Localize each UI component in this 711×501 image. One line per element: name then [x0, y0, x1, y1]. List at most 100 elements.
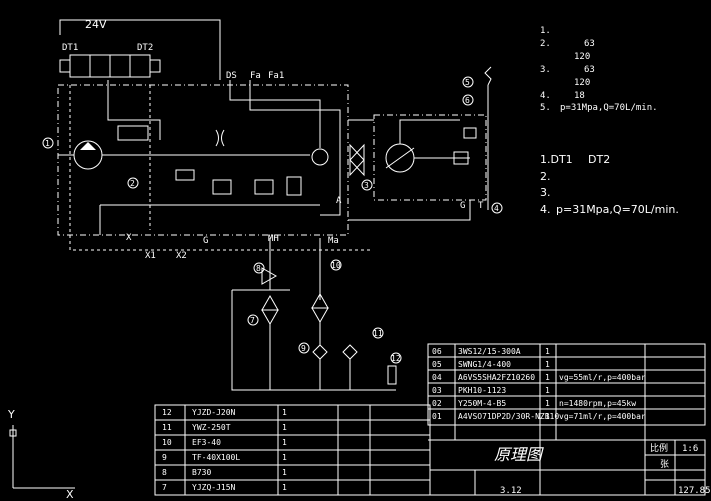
spec-4: 4. — [540, 203, 551, 216]
bom-upper-spec: vg=71ml/r,p=400bar — [559, 412, 646, 421]
bom-lower-no: 9 — [162, 453, 167, 462]
note-4-val: 18 — [574, 91, 585, 101]
isolation-valve — [349, 143, 365, 177]
port-ds: DS — [226, 71, 237, 81]
tank-outline — [231, 290, 396, 391]
bom-upper-no: 06 — [432, 347, 442, 356]
bom-upper-spec: vg=55ml/r,p=400bar — [559, 373, 646, 382]
callout-8: 8 — [256, 264, 261, 273]
filter — [286, 176, 302, 196]
secondary-boundary — [373, 114, 487, 201]
callout-11: 11 — [373, 329, 383, 338]
bom-lower-qty: 1 — [282, 453, 287, 462]
pressure-valve-2 — [254, 179, 274, 195]
solenoid-dt1-label: DT1 — [62, 43, 78, 53]
pressure-valve-1 — [212, 179, 232, 195]
port-a: A — [336, 196, 342, 206]
solenoid-right — [149, 59, 161, 73]
check-valve — [175, 169, 195, 181]
callouts: 1 2 3 4 5 6 7 8 9 10 11 12 — [42, 76, 503, 364]
x-axis-label: X — [66, 488, 74, 501]
document-number: 3.12 — [500, 486, 522, 496]
port-g: G — [203, 236, 208, 246]
drawing-number: 127.85 — [678, 486, 711, 496]
port-fa: Fa — [250, 71, 261, 81]
bom-lower-qty: 1 — [282, 423, 287, 432]
strainer — [312, 344, 328, 360]
main-valve-block: 24V DT1 DT2 DS Fa Fa — [57, 18, 370, 261]
bom-upper-qty: 1 — [545, 399, 550, 408]
bom-upper-no: 03 — [432, 386, 442, 395]
valve-7-top — [261, 294, 279, 311]
note-1: 1. — [540, 26, 551, 36]
bom-upper-no: 01 — [432, 412, 442, 421]
bom-upper-qty: 1 — [545, 347, 550, 356]
port-mh: MH — [268, 234, 279, 244]
spec-2: 2. — [540, 170, 551, 183]
bom-lower-no: 11 — [162, 423, 172, 432]
bom-lower-qty: 1 — [282, 438, 287, 447]
note-3: 3. — [540, 65, 551, 75]
bom-lower-code: B730 — [192, 468, 211, 477]
bom-upper-no: 02 — [432, 399, 442, 408]
callout-2: 2 — [130, 179, 135, 188]
callout-10: 10 — [331, 261, 341, 270]
bom-upper-qty: 1 — [545, 412, 550, 421]
callout-1: 1 — [45, 139, 50, 148]
callout-4: 4 — [494, 204, 499, 213]
y-axis-label: Y — [7, 408, 15, 421]
bom-upper-code: 3WS12/15-300A — [458, 347, 521, 356]
bom-lower-qty: 1 — [282, 483, 287, 492]
spec-1: 1.DT1 — [540, 153, 573, 166]
scale-label: 比例 — [650, 442, 668, 454]
solenoid-dt2-label: DT2 — [137, 43, 153, 53]
port-x1: X1 — [145, 251, 156, 261]
bom-lower-code: YJZD-J20N — [192, 408, 236, 417]
note-5: 5. — [540, 103, 551, 113]
bom-lower-code: TF-40X100L — [192, 453, 240, 462]
drawing-title: 原理图 — [494, 445, 544, 464]
bom-lower-no: 12 — [162, 408, 172, 417]
note-3-val: 63 — [584, 65, 595, 75]
bom-lower-no: 7 — [162, 483, 167, 492]
valve-7-bottom — [261, 309, 279, 326]
note-2: 2. — [540, 39, 551, 49]
motor — [311, 148, 329, 166]
port-t-right: T — [478, 201, 484, 211]
callout-9: 9 — [301, 344, 306, 353]
breather — [261, 267, 278, 285]
bom-upper-no: 05 — [432, 360, 442, 369]
bom-upper-code: Y250M-4-B5 — [458, 399, 506, 408]
note-2-val2: 120 — [574, 52, 590, 62]
bom-upper-code: A6VS5SHA2FZ10260 — [458, 373, 535, 382]
bom-lower-code: EF3-40 — [192, 438, 221, 447]
callout-7: 7 — [250, 316, 255, 325]
note-5-val: p=31Mpa,Q=70L/min. — [560, 103, 658, 113]
pilot-line — [69, 85, 370, 251]
bom-upper-qty: 1 — [545, 373, 550, 382]
callout-3: 3 — [364, 181, 369, 190]
bom-upper-code: A4VSO71DP2D/30R-NZB10 — [458, 412, 559, 421]
callout-12: 12 — [391, 354, 401, 363]
voltage-label: 24V — [85, 18, 107, 31]
block-boundary — [57, 84, 349, 236]
note-3-val2: 120 — [574, 78, 590, 88]
port-x: X — [126, 233, 132, 243]
bom-lower-no: 8 — [162, 468, 167, 477]
spec-3: 3. — [540, 186, 551, 199]
port-x2: X2 — [176, 251, 187, 261]
scale-value: 1:6 — [682, 444, 698, 454]
port-g-right: G — [460, 201, 465, 211]
bom-lower-code: YJZQ-J15N — [192, 483, 236, 492]
relief-valve-block — [117, 125, 149, 141]
bom-lower-table — [154, 404, 431, 496]
secondary-block: G T — [348, 66, 492, 221]
valve-10-bottom — [311, 307, 329, 324]
level-gauge — [387, 365, 397, 385]
spec-1b: DT2 — [588, 153, 610, 166]
bom-upper-code: SWNG1/4-400 — [458, 360, 511, 369]
note-2-val: 63 — [584, 39, 595, 49]
